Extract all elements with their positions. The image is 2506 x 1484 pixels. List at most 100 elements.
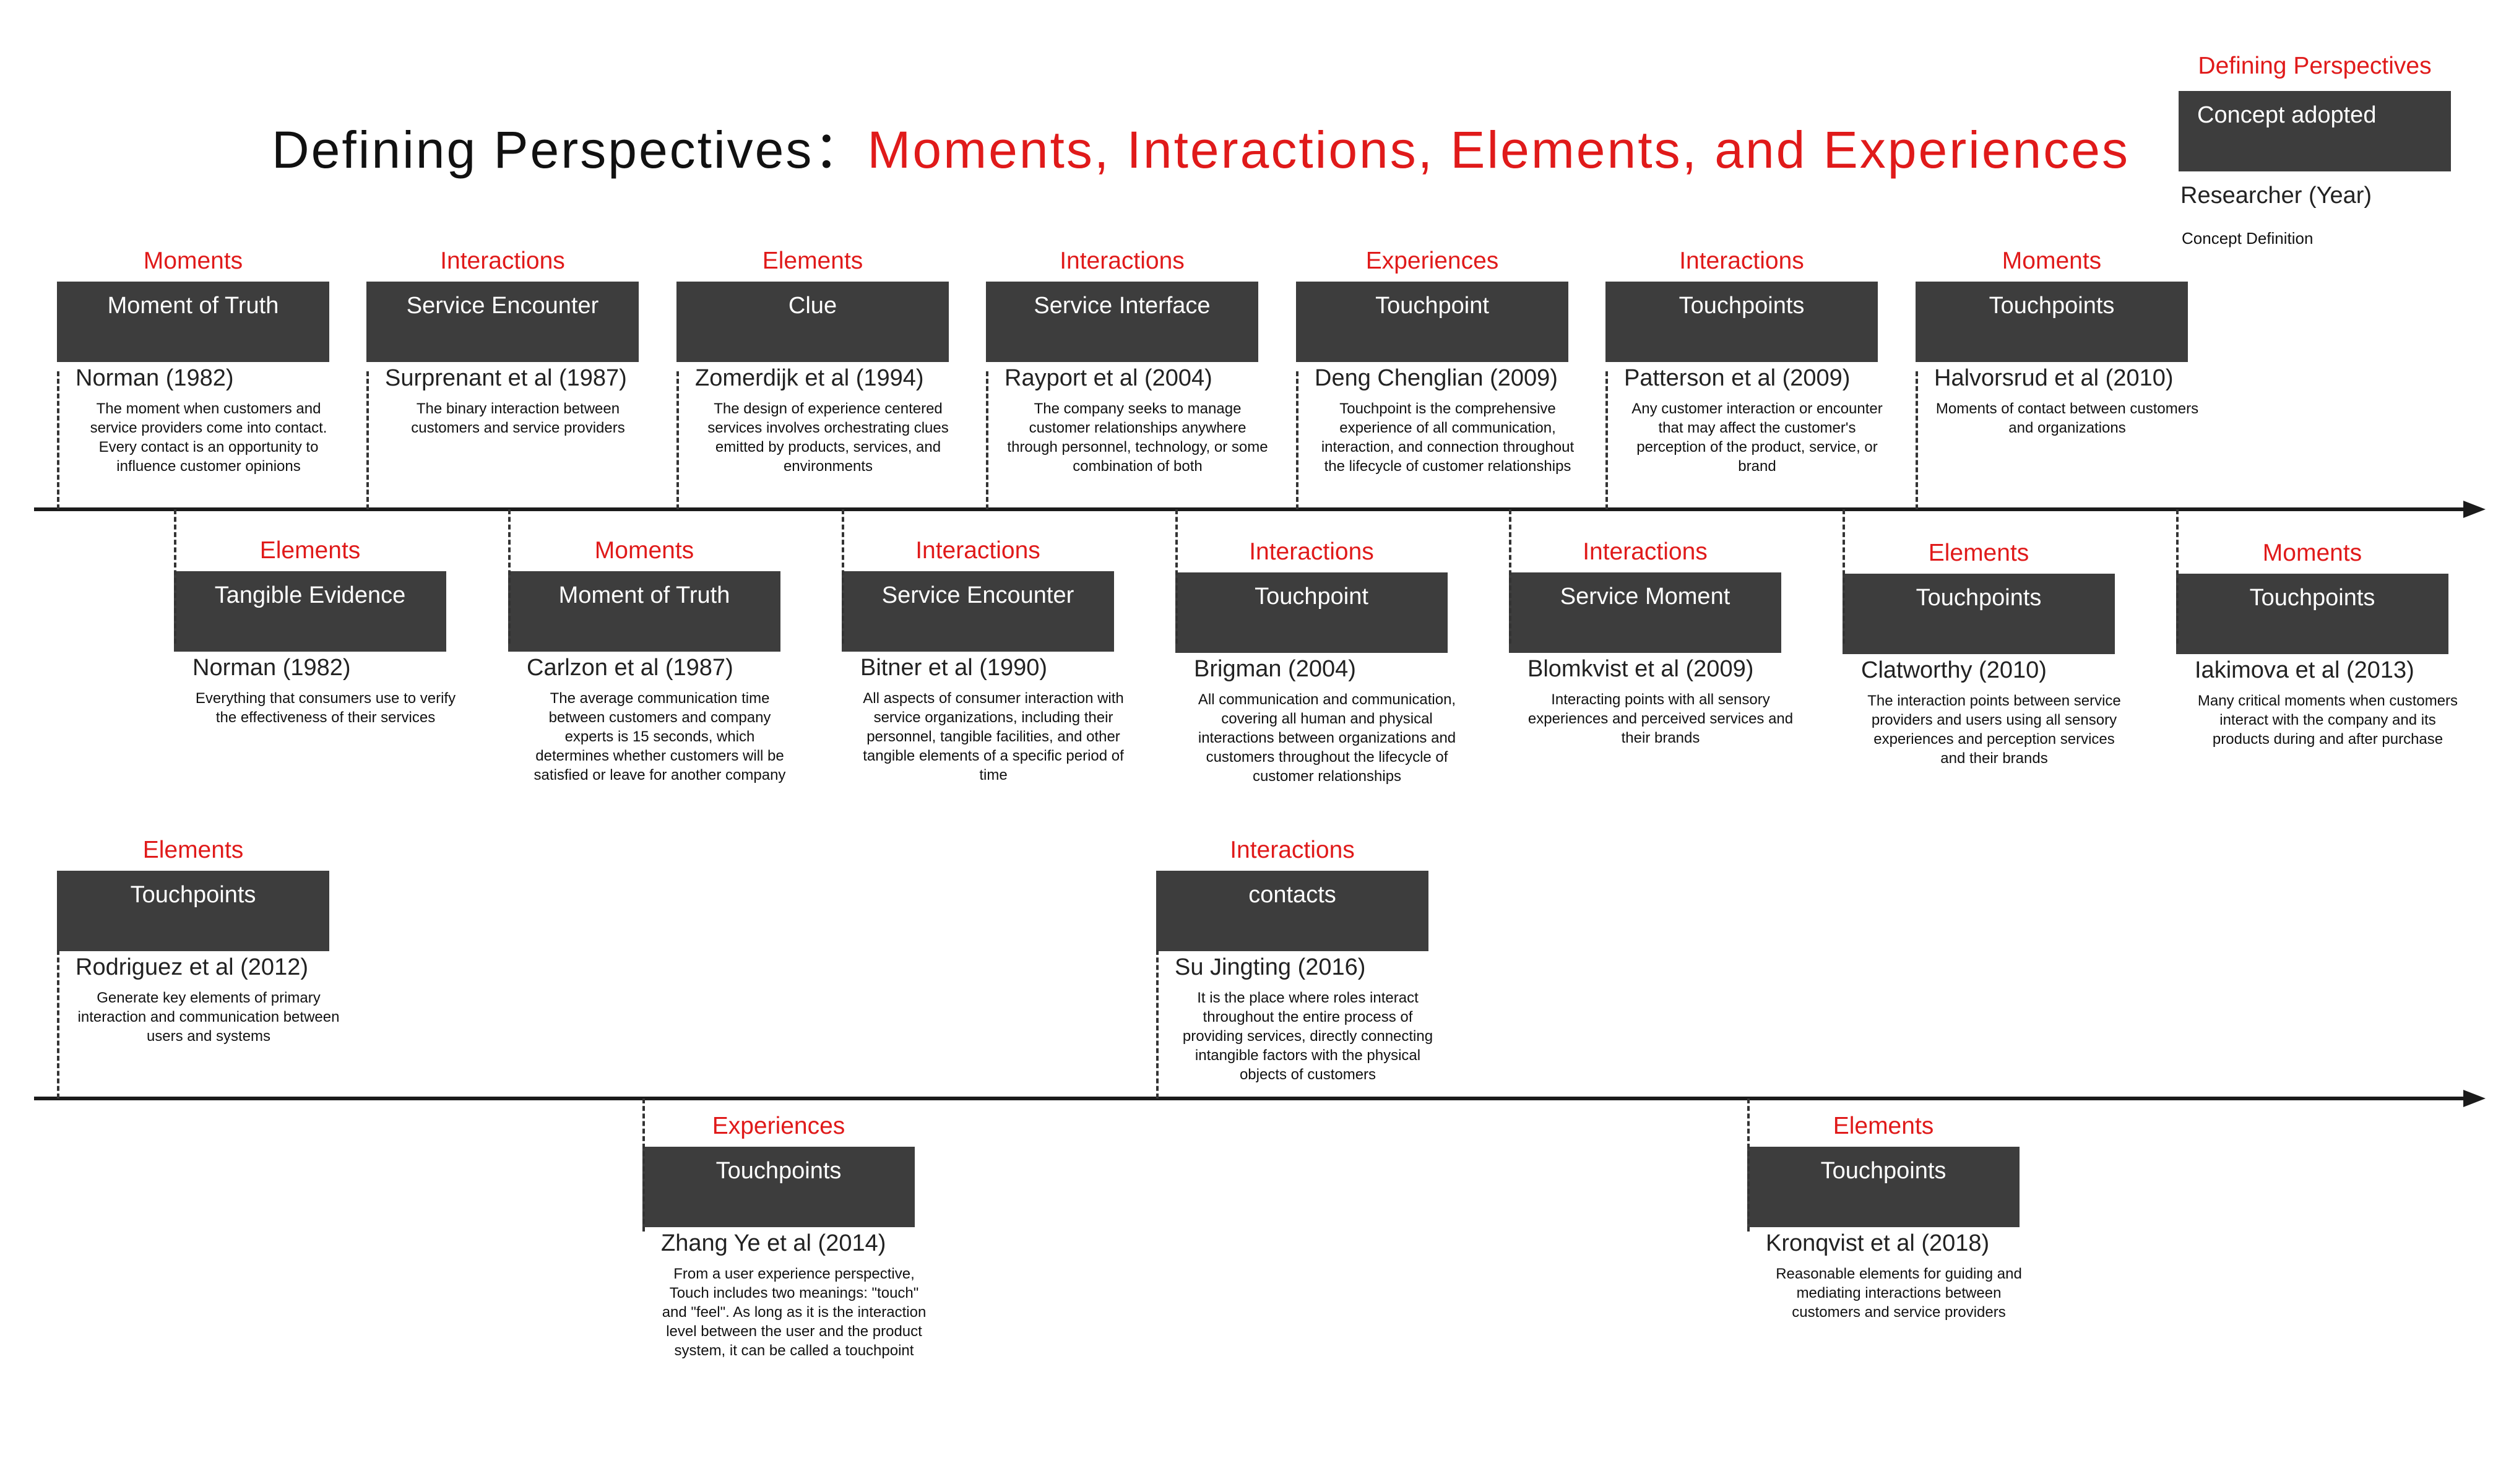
card-category: Interactions [1230,837,1355,863]
card-researcher: Clatworthy (2010) [1861,657,2047,683]
card-category: Moments [2262,540,2362,566]
legend-definition: Concept Definition [2182,229,2314,248]
card-concept-box: Touchpoints [1605,282,1878,362]
card-researcher: Rayport et al (2004) [1005,365,1212,391]
timeline-tick [842,509,844,644]
timeline-tick [1175,509,1178,644]
card-concept-box: Tangible Evidence [174,571,446,652]
card-definition: The interaction points between service p… [1867,692,2121,767]
card-definition: The design of experience centered servic… [707,400,949,475]
card-concept-box: Touchpoints [1916,282,2188,362]
card-definition: Interacting points with all sensory expe… [1527,691,1794,746]
card-researcher: Blomkvist et al (2009) [1527,656,1754,682]
card-concept-box: Touchpoints [1843,574,2115,654]
timeline-tick [1747,1098,1750,1232]
page-title: Defining Perspectives：Moments, Interacti… [0,108,2401,183]
card-researcher: Rodriguez et al (2012) [76,954,308,980]
legend-concept-box: Concept adopted [2179,91,2451,171]
card-category: Interactions [1679,248,1804,274]
card-category: Elements [259,537,361,564]
card-researcher: Bitner et al (1990) [860,655,1048,681]
card-definition: The binary interaction between customers… [411,400,625,436]
card-concept-box: Moment of Truth [57,282,329,362]
card-definition: The company seeks to manage customer rel… [1007,400,1268,475]
card-category: Elements [142,837,244,863]
card-concept-box: Service Interface [986,282,1258,362]
timeline-tick [1296,371,1298,509]
card-researcher: Kronqvist et al (2018) [1766,1230,1990,1256]
timeline-tick [676,371,679,509]
card-researcher: Deng Chenglian (2009) [1315,365,1558,391]
card-category: Elements [762,248,863,274]
timeline-tick [1605,371,1608,509]
card-researcher: Surprenant et al (1987) [385,365,627,391]
legend: Defining Perspectives Concept adopted Re… [2179,53,2457,257]
card-definition: All aspects of consumer interaction with… [863,690,1124,783]
card-concept-box: contacts [1156,871,1428,951]
card-category: Experiences [712,1113,845,1139]
timeline-card: Interactions contacts Su Jingting (2016) It… [1156,837,1503,1208]
timeline-axis-2 [34,1097,2476,1100]
card-researcher: Halvorsrud et al (2010) [1934,365,2174,391]
timeline-tick [2176,509,2179,644]
card-category: Elements [1928,540,2029,566]
card-concept-box: Service Encounter [366,282,639,362]
card-definition: Generate key elements of primary interac… [77,990,340,1045]
card-definition: The moment when customers and service pr… [90,400,327,475]
card-concept-box: Touchpoints [1747,1147,2020,1227]
card-definition: Touchpoint is the comprehensive experien… [1321,400,1575,475]
card-researcher: Zhang Ye et al (2014) [661,1230,886,1256]
legend-researcher: Researcher (Year) [2180,183,2372,209]
card-definition: Moments of contact between customers and… [1935,400,2199,436]
card-concept-box: Clue [676,282,949,362]
timeline-arrow-2 [2463,1090,2486,1107]
card-definition: The average communication time between c… [534,690,786,783]
timeline-tick [174,509,176,644]
card-concept-box: Touchpoints [642,1147,915,1227]
card-concept-box: Touchpoints [57,871,329,951]
timeline-arrow-1 [2463,501,2486,518]
card-researcher: Carlzon et al (1987) [527,655,733,681]
card-category: Interactions [1249,538,1374,565]
card-definition: From a user experience perspective, Touc… [662,1266,927,1359]
card-category: Experiences [1365,248,1499,274]
card-definition: It is the place where roles interact thr… [1182,990,1433,1083]
card-category: Moments [2002,248,2102,274]
card-researcher: Iakimova et al (2013) [2195,657,2414,683]
card-definition: Everything that consumers use to verify … [195,690,456,726]
card-category: Interactions [1060,248,1185,274]
timeline-tick [1509,509,1511,644]
card-concept-box: Touchpoint [1296,282,1568,362]
timeline-tick [1916,371,1918,509]
timeline-tick [1843,509,1845,644]
title-accent: Moments, Interactions, Elements, and Exp… [867,121,2130,179]
card-researcher: Su Jingting (2016) [1175,954,1366,980]
card-category: Elements [1833,1113,1934,1139]
timeline-tick [366,371,369,509]
timeline-tick [508,509,511,644]
timeline-tick [1156,950,1159,1098]
timeline-tick [642,1098,645,1232]
card-researcher: Patterson et al (2009) [1624,365,1851,391]
card-definition: All communication and communication, cov… [1198,691,1456,785]
card-category: Moments [143,248,243,274]
timeline-tick [57,950,59,1098]
card-researcher: Zomerdijk et al (1994) [695,365,924,391]
card-researcher: Brigman (2004) [1194,656,1356,682]
card-category: Moments [594,537,694,564]
card-definition: Any customer interaction or encounter th… [1631,400,1883,475]
card-concept-box: Service Encounter [842,571,1114,652]
card-concept-box: Touchpoints [2176,574,2448,654]
